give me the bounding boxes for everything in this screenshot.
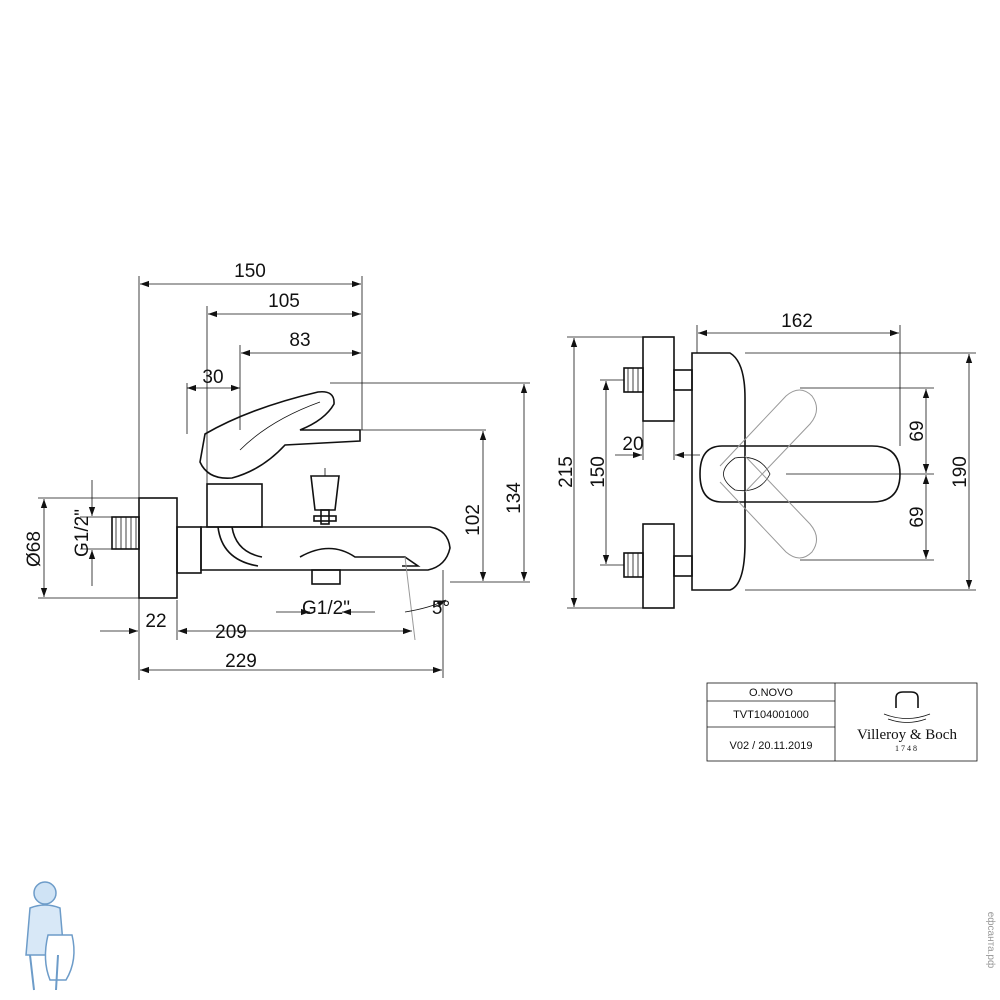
spout <box>299 547 421 567</box>
rosette <box>176 526 202 574</box>
bottom-thread <box>623 552 644 578</box>
watermark-site: ефсанта.рф <box>985 912 997 968</box>
dim-69-top: 69 <box>907 420 928 441</box>
extension-lines <box>38 276 530 680</box>
dim-229: 229 <box>225 651 257 672</box>
front-lever-inner <box>723 456 771 492</box>
version-date: V02 / 20.11.2019 <box>730 740 813 752</box>
brand-year: 1748 <box>895 744 919 753</box>
dim-83: 83 <box>289 330 310 351</box>
brand-name: Villeroy & Boch <box>857 727 957 743</box>
dim-thread-bottom: G1/2" <box>302 598 350 619</box>
lever-handle <box>199 390 361 479</box>
dim-209: 209 <box>215 622 247 643</box>
side-view: 150 105 83 30 134 102 Ø68 G1/2" G1/2" 5°… <box>24 261 530 680</box>
cartridge-column <box>206 483 263 528</box>
dim-thread-wall: G1/2" <box>72 509 93 557</box>
dim-150: 150 <box>234 261 266 282</box>
lever-detail <box>239 401 321 451</box>
dim-20: 20 <box>622 434 643 455</box>
product-code: TVT104001000 <box>733 709 809 721</box>
dim-134: 134 <box>504 482 525 514</box>
dim-diameter-68: Ø68 <box>24 531 45 567</box>
wall-thread <box>111 516 140 550</box>
dim-190: 190 <box>950 456 971 488</box>
front-extension-lines <box>567 325 976 609</box>
front-body <box>691 352 746 591</box>
body-curve <box>217 526 263 567</box>
diverter-knob <box>310 468 340 525</box>
dim-angle: 5° <box>432 598 450 619</box>
top-flange <box>642 336 675 422</box>
dim-30: 30 <box>202 367 223 388</box>
front-lever <box>699 445 901 503</box>
front-view: 162 215 150 20 190 69 69 <box>556 311 976 609</box>
dim-69-bottom: 69 <box>907 506 928 527</box>
wall-flange <box>138 497 178 599</box>
dim-215: 215 <box>556 456 577 488</box>
lever-rotation-ghost <box>719 389 817 559</box>
top-thread <box>623 367 644 393</box>
bottom-outlet <box>311 569 341 585</box>
brand-logo: Villeroy & Boch 1748 <box>857 691 957 753</box>
dim-22: 22 <box>145 611 166 632</box>
dim-102: 102 <box>463 504 484 536</box>
plumber-mascot-icon <box>25 881 75 991</box>
dim-162: 162 <box>781 311 813 332</box>
product-name: O.NOVO <box>749 687 793 699</box>
mixer-body <box>200 526 451 571</box>
dim-105: 105 <box>268 291 300 312</box>
bottom-flange <box>642 523 675 609</box>
dim-150-front: 150 <box>588 456 609 488</box>
title-block: O.NOVO TVT104001000 V02 / 20.11.2019 Vil… <box>706 682 978 762</box>
